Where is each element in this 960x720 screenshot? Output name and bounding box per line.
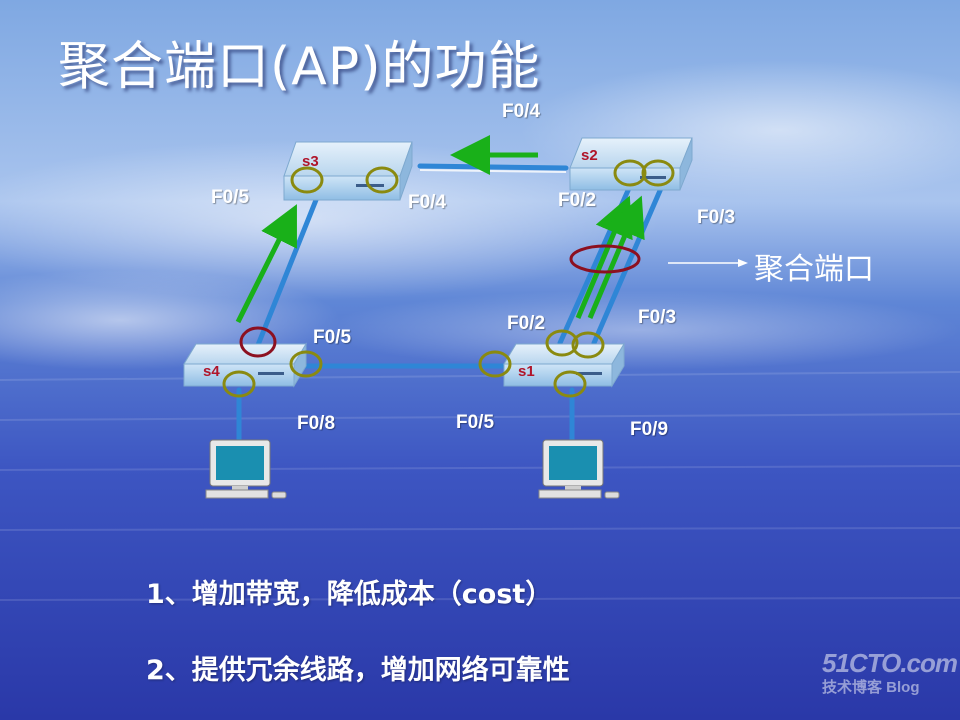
port-label-s3-f05: F0/5: [211, 187, 250, 208]
port-label-s2-f04: F0/4: [502, 101, 541, 122]
port-label-s1-f03: F0/3: [638, 307, 677, 328]
switch-label-s2: s2: [581, 147, 598, 164]
point-2: 2、提供冗余线路，增加网络可靠性: [146, 655, 570, 686]
slide-title: 聚合端口(AP)的功能: [58, 37, 541, 97]
port-circle: [290, 166, 324, 194]
port-label-s1-f05: F0/5: [456, 412, 495, 433]
watermark-logo: 51CTO.com 技术博客 Blog: [822, 648, 958, 697]
port-circle: [641, 159, 675, 187]
port-label-s3-f04: F0/4: [408, 192, 447, 213]
port-circle: [289, 350, 323, 378]
switch-icon: [569, 137, 693, 191]
port-label-s4-f08: F0/8: [297, 413, 336, 434]
arrow-icon: [575, 195, 633, 319]
computer-icon: [538, 439, 620, 499]
aggregate-port-circle: [569, 244, 641, 274]
switch-label-s4: s4: [203, 363, 220, 380]
port-label-s2-f03: F0/3: [697, 207, 736, 228]
arrow-icon: [235, 204, 297, 324]
port-circle: [613, 159, 647, 187]
switch-label-s3: s3: [302, 153, 319, 170]
point-1: 1、增加带宽，降低成本（cost）: [146, 579, 553, 610]
port-label-s4-f05: F0/5: [313, 327, 352, 348]
computer-icon: [205, 439, 287, 499]
arrow-icon: [587, 195, 645, 319]
watermark-site: 51CTO.com: [822, 648, 958, 678]
port-label-s1-f02: F0/2: [507, 313, 546, 334]
link-s1-s2-f03: [591, 183, 665, 346]
port-circle: [222, 370, 256, 398]
switch-label-s1: s1: [518, 363, 535, 380]
switch-icon: [183, 342, 307, 388]
arrow-icon: [738, 259, 748, 267]
port-label-s2-f02: F0/2: [558, 190, 597, 211]
link-s3-s4: [255, 197, 319, 348]
aggregate-port-label: 聚合端口: [754, 252, 874, 287]
watermark-sub: 技术博客 Blog: [822, 679, 920, 696]
port-circle: [365, 166, 399, 194]
port-label-s1-f09: F0/9: [630, 419, 669, 440]
port-circle: [553, 370, 587, 398]
port-circle: [571, 331, 605, 359]
port-circle: [478, 350, 512, 378]
link-s2-s3: [417, 163, 569, 171]
port-circle: [545, 329, 579, 357]
aggregate-port-circle: [239, 326, 277, 358]
